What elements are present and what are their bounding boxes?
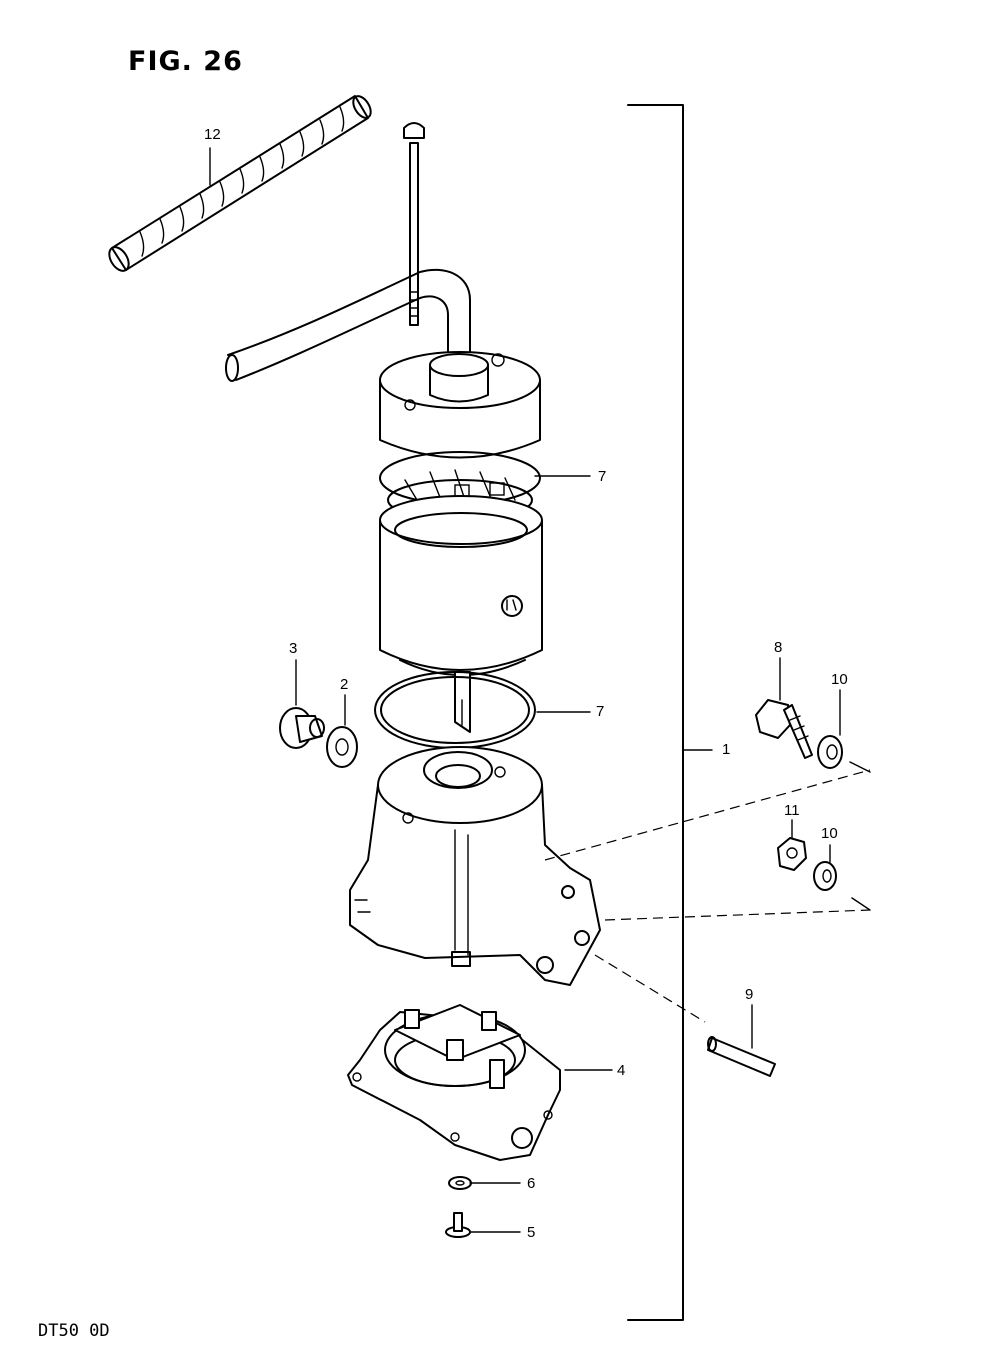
model-code: DT50 0D — [38, 1321, 110, 1341]
callout-7: 7 — [598, 468, 607, 485]
plug-part-3 — [279, 707, 325, 749]
callout-2: 2 — [340, 676, 349, 693]
leader-lines — [209, 147, 871, 1233]
callout-6: 6 — [527, 1175, 536, 1192]
callout-12: 12 — [204, 126, 221, 143]
bolt-part-8 — [755, 699, 813, 759]
callout-3: 3 — [289, 640, 298, 657]
callout-10-upper: 10 — [831, 671, 848, 688]
lock-washer-part-10-lower — [813, 861, 837, 891]
callout-9: 9 — [745, 986, 754, 1003]
figure-title: FIG. 26 — [128, 46, 243, 77]
pin-part-9 — [707, 1036, 776, 1077]
lock-washer-part-10-upper — [817, 735, 843, 769]
nut-part-11 — [777, 837, 807, 871]
callout-4: 4 — [617, 1062, 626, 1079]
callout-5: 5 — [527, 1224, 536, 1241]
valve-assembly-part-4 — [347, 1004, 561, 1161]
armature-shaft — [454, 671, 471, 733]
callout-1: 1 — [722, 741, 731, 758]
callout-10-lower: 10 — [821, 825, 838, 842]
callout-11: 11 — [784, 802, 800, 819]
washer-part-6 — [448, 1176, 472, 1190]
screw-part-5 — [445, 1212, 471, 1238]
lower-housing — [349, 746, 601, 986]
callout-8: 8 — [774, 639, 783, 656]
spiral-tube-part-12 — [108, 95, 372, 272]
motor-yoke — [379, 495, 543, 676]
assembly-bracket — [627, 104, 713, 1321]
callout-7b: 7 — [596, 703, 605, 720]
motor-cable — [225, 268, 471, 382]
gasket-part-2 — [326, 726, 358, 768]
through-bolt — [403, 122, 425, 326]
end-cover — [379, 351, 541, 459]
